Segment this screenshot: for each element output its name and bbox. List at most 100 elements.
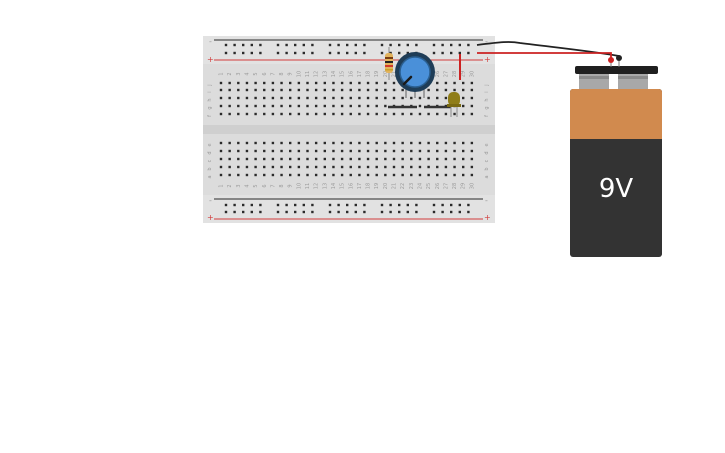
- breadboard-hole[interactable]: [242, 210, 245, 214]
- breadboard-hole[interactable]: [453, 141, 456, 145]
- breadboard-hole[interactable]: [467, 43, 470, 47]
- breadboard-hole[interactable]: [384, 173, 387, 177]
- breadboard-hole[interactable]: [271, 157, 275, 161]
- breadboard-hole[interactable]: [337, 51, 340, 55]
- breadboard-hole[interactable]: [328, 43, 332, 47]
- resistor-icon[interactable]: [385, 47, 393, 80]
- breadboard-hole[interactable]: [436, 173, 439, 177]
- breadboard-hole[interactable]: [358, 149, 361, 153]
- breadboard-hole[interactable]: [444, 81, 448, 85]
- breadboard-hole[interactable]: [263, 149, 266, 153]
- breadboard-hole[interactable]: [332, 149, 335, 153]
- breadboard-hole[interactable]: [470, 81, 474, 85]
- breadboard-hole[interactable]: [254, 96, 257, 100]
- breadboard-hole[interactable]: [276, 51, 280, 55]
- breadboard-hole[interactable]: [418, 104, 422, 108]
- breadboard-hole[interactable]: [410, 149, 413, 153]
- breadboard-hole[interactable]: [427, 173, 430, 177]
- breadboard-hole[interactable]: [375, 88, 378, 92]
- breadboard-hole[interactable]: [276, 210, 280, 214]
- breadboard-hole[interactable]: [280, 88, 283, 92]
- breadboard-hole[interactable]: [306, 88, 309, 92]
- breadboard-hole[interactable]: [314, 104, 318, 108]
- breadboard-hole[interactable]: [375, 104, 378, 108]
- breadboard-hole[interactable]: [254, 141, 257, 145]
- breadboard-hole[interactable]: [444, 149, 448, 153]
- breadboard-hole[interactable]: [314, 149, 318, 153]
- breadboard-hole[interactable]: [340, 173, 344, 177]
- breadboard-hole[interactable]: [323, 88, 326, 92]
- breadboard-hole[interactable]: [224, 203, 228, 207]
- breadboard-hole[interactable]: [219, 149, 223, 153]
- breadboard-hole[interactable]: [346, 203, 349, 207]
- breadboard-hole[interactable]: [294, 51, 297, 55]
- breadboard-hole[interactable]: [237, 112, 240, 116]
- breadboard-hole[interactable]: [245, 141, 249, 145]
- breadboard-hole[interactable]: [328, 51, 332, 55]
- breadboard-hole[interactable]: [314, 165, 318, 169]
- breadboard-hole[interactable]: [436, 88, 439, 92]
- breadboard-hole[interactable]: [441, 203, 444, 207]
- breadboard-hole[interactable]: [311, 210, 314, 214]
- breadboard-hole[interactable]: [297, 165, 301, 169]
- breadboard-hole[interactable]: [271, 173, 275, 177]
- breadboard-hole[interactable]: [436, 96, 439, 100]
- breadboard-hole[interactable]: [401, 96, 404, 100]
- breadboard-hole[interactable]: [432, 210, 436, 214]
- breadboard-hole[interactable]: [219, 165, 223, 169]
- breadboard-hole[interactable]: [323, 149, 326, 153]
- breadboard-hole[interactable]: [363, 210, 366, 214]
- breadboard-hole[interactable]: [250, 51, 253, 55]
- breadboard-hole[interactable]: [436, 165, 439, 169]
- breadboard-hole[interactable]: [349, 88, 352, 92]
- breadboard-hole[interactable]: [384, 165, 387, 169]
- breadboard-hole[interactable]: [354, 51, 357, 55]
- breadboard-hole[interactable]: [297, 104, 301, 108]
- breadboard-hole[interactable]: [245, 96, 249, 100]
- breadboard-hole[interactable]: [462, 157, 465, 161]
- breadboard-hole[interactable]: [415, 43, 418, 47]
- breadboard-hole[interactable]: [306, 149, 309, 153]
- breadboard-hole[interactable]: [250, 43, 253, 47]
- breadboard-hole[interactable]: [340, 81, 344, 85]
- breadboard-hole[interactable]: [289, 149, 292, 153]
- breadboard-hole[interactable]: [401, 88, 404, 92]
- breadboard-hole[interactable]: [337, 210, 340, 214]
- breadboard-hole[interactable]: [314, 81, 318, 85]
- breadboard-hole[interactable]: [250, 210, 253, 214]
- breadboard-hole[interactable]: [340, 88, 344, 92]
- breadboard-hole[interactable]: [470, 112, 474, 116]
- breadboard-hole[interactable]: [398, 43, 401, 47]
- breadboard-hole[interactable]: [280, 104, 283, 108]
- breadboard-hole[interactable]: [418, 157, 422, 161]
- breadboard-hole[interactable]: [384, 157, 387, 161]
- breadboard-hole[interactable]: [242, 203, 245, 207]
- breadboard-hole[interactable]: [427, 157, 430, 161]
- breadboard-hole[interactable]: [242, 43, 245, 47]
- breadboard-hole[interactable]: [462, 88, 465, 92]
- breadboard-hole[interactable]: [410, 112, 413, 116]
- breadboard-hole[interactable]: [297, 112, 301, 116]
- breadboard-hole[interactable]: [349, 157, 352, 161]
- breadboard-hole[interactable]: [306, 81, 309, 85]
- breadboard-hole[interactable]: [436, 149, 439, 153]
- breadboard-hole[interactable]: [453, 165, 456, 169]
- breadboard-hole[interactable]: [280, 173, 283, 177]
- breadboard-hole[interactable]: [228, 141, 231, 145]
- breadboard-hole[interactable]: [280, 96, 283, 100]
- breadboard-hole[interactable]: [294, 203, 297, 207]
- breadboard-hole[interactable]: [458, 51, 461, 55]
- breadboard-hole[interactable]: [375, 81, 378, 85]
- breadboard-hole[interactable]: [453, 112, 456, 116]
- breadboard-hole[interactable]: [418, 173, 422, 177]
- breadboard-hole[interactable]: [453, 157, 456, 161]
- breadboard-hole[interactable]: [384, 81, 387, 85]
- breadboard-hole[interactable]: [346, 43, 349, 47]
- breadboard-hole[interactable]: [285, 43, 288, 47]
- breadboard-hole[interactable]: [250, 203, 253, 207]
- breadboard-hole[interactable]: [237, 149, 240, 153]
- breadboard-hole[interactable]: [384, 112, 387, 116]
- breadboard-hole[interactable]: [450, 51, 453, 55]
- breadboard-hole[interactable]: [467, 51, 470, 55]
- breadboard-hole[interactable]: [332, 96, 335, 100]
